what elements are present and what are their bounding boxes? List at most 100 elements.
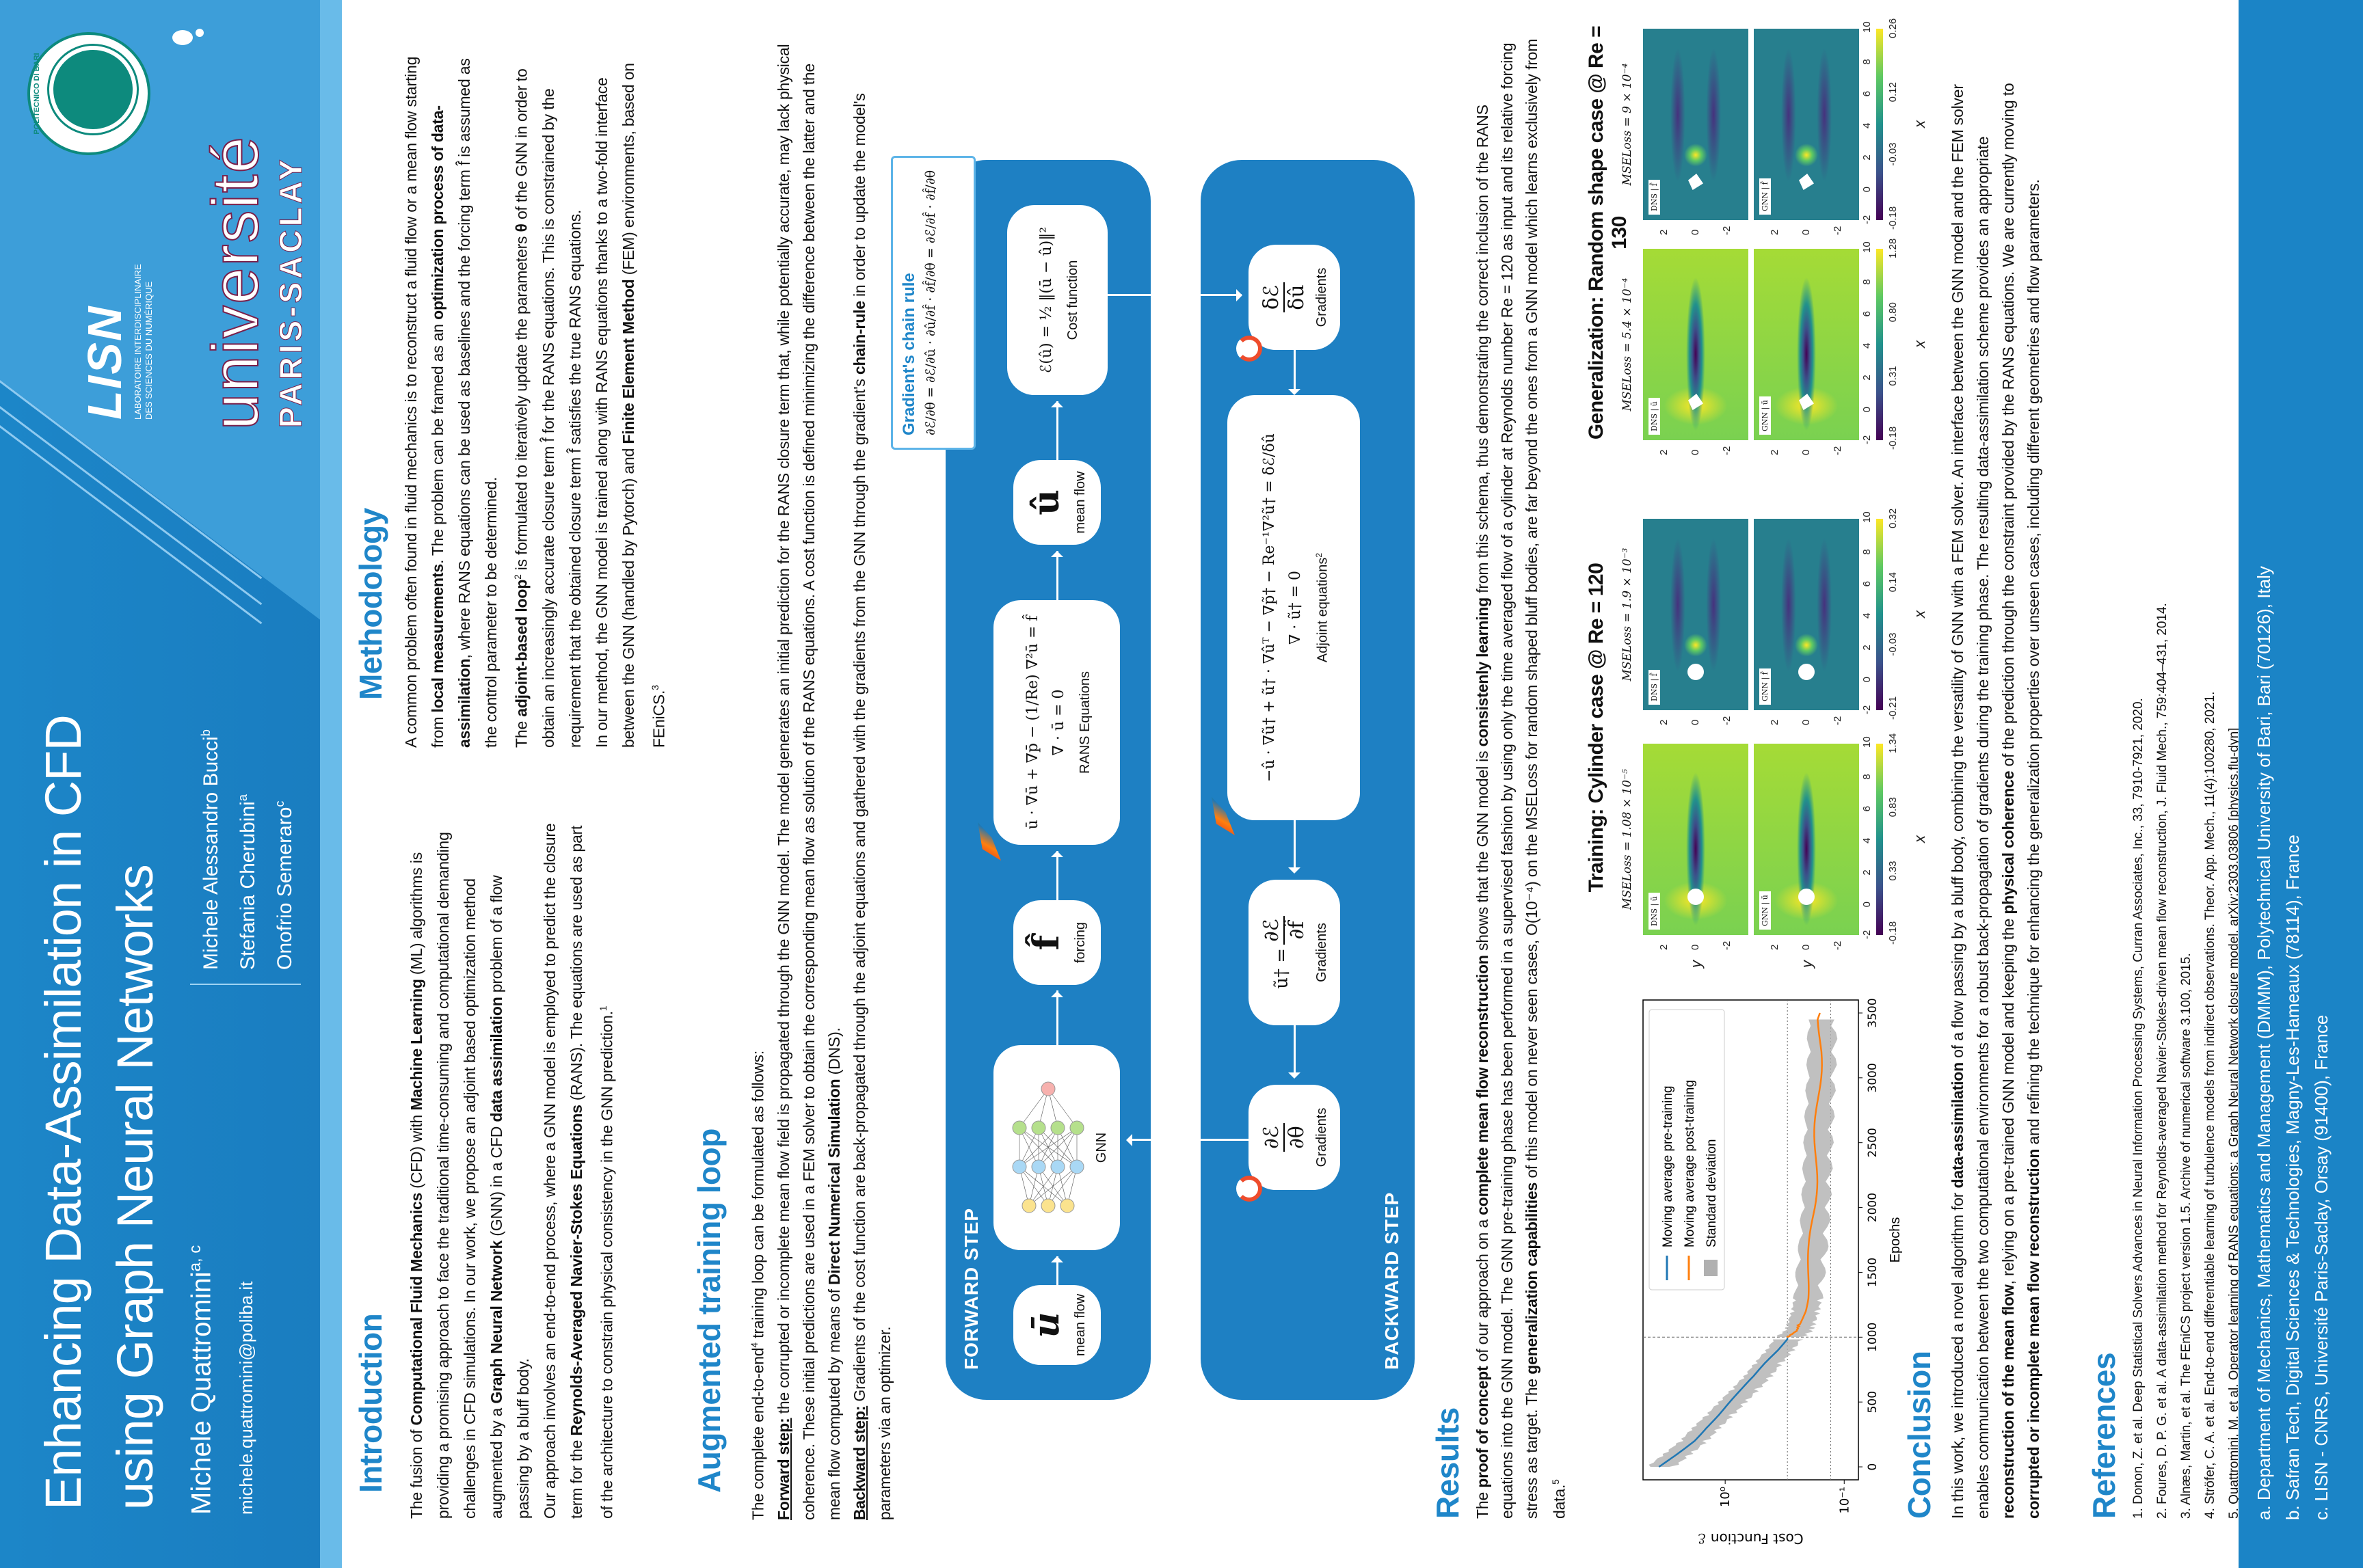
arrow xyxy=(1132,1139,1249,1141)
x-tick-label: 10 xyxy=(1861,241,1873,253)
nn-edge xyxy=(1019,1127,1058,1167)
nn-edge xyxy=(1019,1166,1068,1206)
panel-label: GNN | ū xyxy=(1759,396,1771,435)
colorbar-tick-label: -0.18 xyxy=(1887,426,1899,450)
legend-label: Moving average pre-training xyxy=(1661,1085,1675,1247)
gnn-heatmap: GNN | f̂ xyxy=(1754,29,1859,220)
text-run: shows that the GNN model is xyxy=(1473,746,1491,956)
gear-icon xyxy=(49,46,137,133)
bold-text: chain-rule xyxy=(850,301,868,375)
x-tick-label: 8 xyxy=(1861,774,1873,780)
x-axis-label: x xyxy=(1911,610,1928,618)
text-run: (DNS). xyxy=(825,1027,843,1079)
x-tick-label: 6 xyxy=(1861,91,1873,97)
nn-edge xyxy=(1047,1088,1078,1128)
dns-heatmap: DNS | ū xyxy=(1643,744,1748,935)
arrow xyxy=(1294,350,1296,389)
x-tick-label: -2 xyxy=(1861,435,1873,444)
author-email[interactable]: michele.quattromini@poliba.it xyxy=(236,1281,256,1515)
introduction-heading: Introduction xyxy=(353,1313,388,1493)
introduction-text: The fusion of Computational Fluid Mechan… xyxy=(403,822,621,1519)
neural-network-icon xyxy=(1012,1081,1084,1213)
y-tick-label: 2 xyxy=(1657,449,1670,455)
arrowhead-icon xyxy=(1051,545,1063,557)
title-line-1: Enhancing Data-Assimilation in CFD xyxy=(35,715,92,1510)
y-tick-label: -2 xyxy=(1832,941,1844,950)
x-tick-label: 2 xyxy=(1861,375,1873,381)
y-axis-label: Cost Function ℰ xyxy=(1698,1530,1803,1547)
y-tick-label: 0 xyxy=(1690,944,1701,950)
x-tick-label: 10 xyxy=(1861,21,1873,33)
dns-heatmap: DNS | f̂ xyxy=(1643,29,1748,220)
forcing-box: f̂ forcing xyxy=(1013,900,1101,985)
logo-dot xyxy=(172,30,193,45)
x-tick-label: 10 xyxy=(1861,511,1873,523)
bold-text: Graph Neural Network xyxy=(488,1240,505,1404)
colorbar-tick-label: 0.33 xyxy=(1887,861,1899,881)
colorbar xyxy=(1876,249,1883,440)
x-tick-label: 1500 xyxy=(1866,1258,1880,1287)
bold-text: data-assimilation xyxy=(1949,1062,1966,1189)
poliba-seal-logo: POLITECNICO DI BARI xyxy=(27,32,150,155)
citation-marker: 4 xyxy=(749,1342,760,1348)
nn-edge xyxy=(1019,1127,1039,1167)
bluff-body xyxy=(1799,174,1814,190)
colorbar-tick-label: -0.21 xyxy=(1887,696,1899,720)
arrowhead-icon xyxy=(1051,845,1063,857)
colorbar-tick-label: 0.31 xyxy=(1887,366,1899,386)
y-tick-label: 2 xyxy=(1657,229,1670,235)
paris-saclay-logo: PARIS-SACLAY xyxy=(273,156,309,428)
x-tick-label: 8 xyxy=(1861,549,1873,555)
nn-edge xyxy=(1038,1127,1078,1167)
arrowhead-icon xyxy=(1288,1072,1300,1085)
step-label: Backward step: xyxy=(850,1405,868,1520)
text-run: is formulated to iteratively update the … xyxy=(512,232,531,575)
colorbar xyxy=(1876,519,1883,710)
references-list: 1. Donon, Z. et al. Deep Statistical Sol… xyxy=(2126,36,2246,1519)
x-tick-label: 2500 xyxy=(1866,1128,1880,1157)
bold-text: physical coherence xyxy=(1999,770,2017,915)
coauthor: Michele Alessandro Buccib xyxy=(199,729,222,970)
citation-marker: 2 xyxy=(513,574,523,580)
arrow xyxy=(1056,851,1058,900)
panel-label: DNS | ū xyxy=(1648,398,1660,435)
colorbar-tick-label: 0.80 xyxy=(1887,302,1899,323)
series-line xyxy=(1786,1012,1823,1338)
gnn-heatmap: GNN | ū xyxy=(1754,249,1859,440)
x-tick-label: -2 xyxy=(1861,705,1873,714)
bold-text: generalization capabilities xyxy=(1523,1182,1540,1375)
y-tick-label: -2 xyxy=(1832,716,1844,725)
nn-node xyxy=(1069,1159,1084,1174)
paragraph: The adjoint-based loop2 is formulated to… xyxy=(505,40,589,748)
reference-item: 2. Foures, D. P. G. et al. A data-assimi… xyxy=(2155,603,2170,1519)
y-tick-label: 0 xyxy=(1800,229,1812,235)
paragraph: The proof of concept of our approach on … xyxy=(1470,36,1572,1519)
y-tick-label: -2 xyxy=(1721,446,1733,455)
universite-logo: université xyxy=(198,135,273,431)
coauthor: Onofrio Semeraroc xyxy=(273,800,296,970)
nn-node xyxy=(1031,1159,1046,1174)
header-banner: Enhancing Data-Assimilation in CFD using… xyxy=(0,0,321,1568)
cylinder-body xyxy=(1798,664,1815,680)
text-run: In this work, we introduced a novel algo… xyxy=(1949,1188,1966,1519)
text-run: The xyxy=(1473,1487,1491,1519)
panel-label: DNS | f̂ xyxy=(1648,180,1660,215)
std-deviation-band xyxy=(1776,1019,1838,1338)
colorbar-tick-label: -0.03 xyxy=(1887,142,1899,166)
results-heading: Results xyxy=(1430,1407,1465,1519)
arrowhead-icon xyxy=(1288,389,1300,401)
paragraph: Backward step: Gradients of the cost fun… xyxy=(847,44,898,1520)
y-tick-label: 0 xyxy=(1800,449,1812,455)
x-tick-label: -2 xyxy=(1861,215,1873,224)
panel-label: GNN | f̂ xyxy=(1759,668,1771,705)
x-tick-label: 0 xyxy=(1861,677,1873,683)
chain-rule-equation: ∂ℰ/∂θ = ∂ℰ/∂û · ∂û/∂f̂ · ∂f̂/∂θ = ∂ℰ/∂f̂… xyxy=(923,170,938,435)
nn-node xyxy=(1041,1081,1056,1096)
panel-label: DNS | ū xyxy=(1648,893,1660,930)
bold-text: Machine Learning xyxy=(408,979,425,1111)
colorbar-tick-label: 0.32 xyxy=(1887,508,1899,528)
backward-step-label: BACKWARD STEP xyxy=(1381,1191,1402,1370)
main-author-affil: a, c xyxy=(186,1245,204,1272)
nn-node xyxy=(1050,1159,1065,1174)
